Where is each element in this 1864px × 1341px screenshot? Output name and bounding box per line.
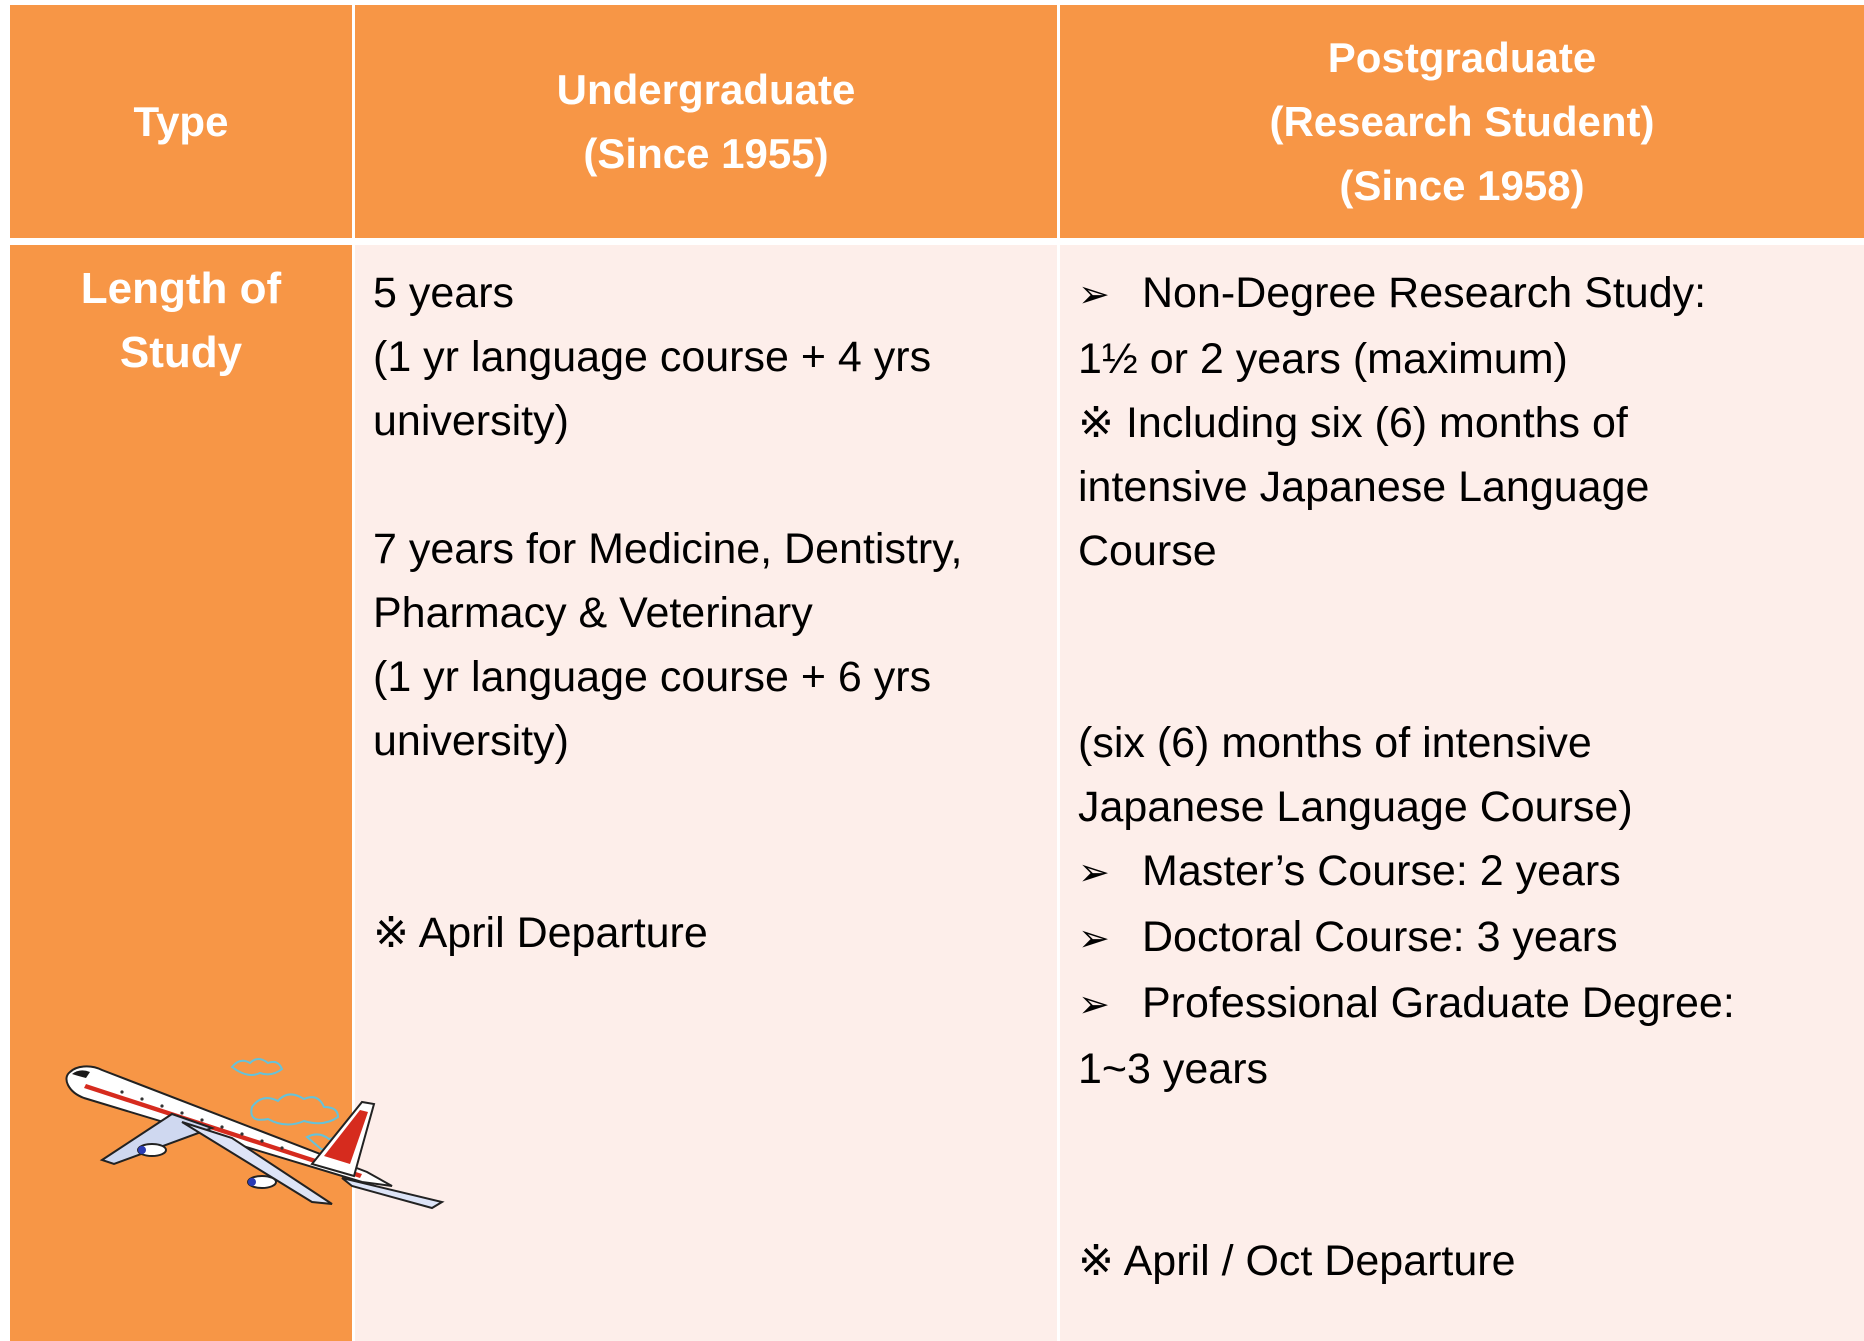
ug-line-1: 5 years xyxy=(373,269,515,317)
pg-spacer-2 xyxy=(1078,647,1864,711)
pg-departure-note: ※ April / Oct Departure xyxy=(1078,1237,1516,1285)
study-length-table: Type Undergraduate (Since 1955) Postgrad… xyxy=(10,5,1864,1341)
ug-line-3: university) xyxy=(373,397,569,445)
ug-line-6: (1 yr language course + 6 yrs xyxy=(373,653,932,701)
header-postgraduate-subtitle: (Research Student) xyxy=(1269,97,1655,145)
pg-line-5: Course xyxy=(1078,527,1217,575)
pg-line-11: 1~3 years xyxy=(1078,1045,1269,1093)
pg-line-3: ※ Including six (6) months of xyxy=(1078,399,1628,447)
header-type-label: Type xyxy=(133,97,229,145)
header-type-cell: Type xyxy=(10,5,352,238)
ug-spacer-2 xyxy=(373,773,1057,837)
pg-spacer-1 xyxy=(1078,583,1864,647)
pg-item-non-degree: ➢Non-Degree Research Study: xyxy=(1078,261,1864,327)
arrow-bullet-icon: ➢ xyxy=(1078,274,1110,316)
header-postgraduate-title: Postgraduate xyxy=(1327,33,1597,81)
ug-line-4: 7 years for Medicine, Dentistry, xyxy=(373,525,963,573)
arrow-bullet-icon: ➢ xyxy=(1078,918,1110,960)
row-label-line-2: Study xyxy=(119,328,243,377)
pg-item-doctoral: ➢Doctoral Course: 3 years xyxy=(1078,905,1864,971)
undergraduate-length-cell: 5 years (1 yr language course + 4 yrs un… xyxy=(355,245,1057,1341)
header-undergraduate-title: Undergraduate xyxy=(556,65,856,113)
pg-item-professional: ➢Professional Graduate Degree: xyxy=(1078,971,1864,1037)
airplane-icon xyxy=(65,1058,445,1210)
header-undergraduate-cell: Undergraduate (Since 1955) xyxy=(355,5,1057,238)
pg-line-4: intensive Japanese Language xyxy=(1078,463,1650,511)
ug-departure-note: ※ April Departure xyxy=(373,909,708,957)
ug-line-7: university) xyxy=(373,717,569,765)
pg-item-masters: ➢Master’s Course: 2 years xyxy=(1078,839,1864,905)
ug-spacer-3 xyxy=(373,837,1057,901)
row-label-line-1: Length of xyxy=(80,264,282,313)
pg-spacer-4 xyxy=(1078,1165,1864,1229)
pg-line-6: (six (6) months of intensive xyxy=(1078,719,1592,767)
arrow-bullet-icon: ➢ xyxy=(1078,852,1110,894)
header-postgraduate-since: (Since 1958) xyxy=(1339,161,1585,209)
pg-line-7: Japanese Language Course) xyxy=(1078,783,1633,831)
postgraduate-length-cell: ➢Non-Degree Research Study: 1½ or 2 year… xyxy=(1060,245,1864,1341)
ug-line-2: (1 yr language course + 4 yrs xyxy=(373,333,932,381)
arrow-bullet-icon: ➢ xyxy=(1078,984,1110,1026)
pg-line-2: 1½ or 2 years (maximum) xyxy=(1078,335,1568,383)
header-undergraduate-since: (Since 1955) xyxy=(583,129,829,177)
ug-spacer xyxy=(373,453,1057,517)
ug-line-5: Pharmacy & Veterinary xyxy=(373,589,813,637)
pg-spacer-3 xyxy=(1078,1101,1864,1165)
header-postgraduate-cell: Postgraduate (Research Student) (Since 1… xyxy=(1060,5,1864,238)
